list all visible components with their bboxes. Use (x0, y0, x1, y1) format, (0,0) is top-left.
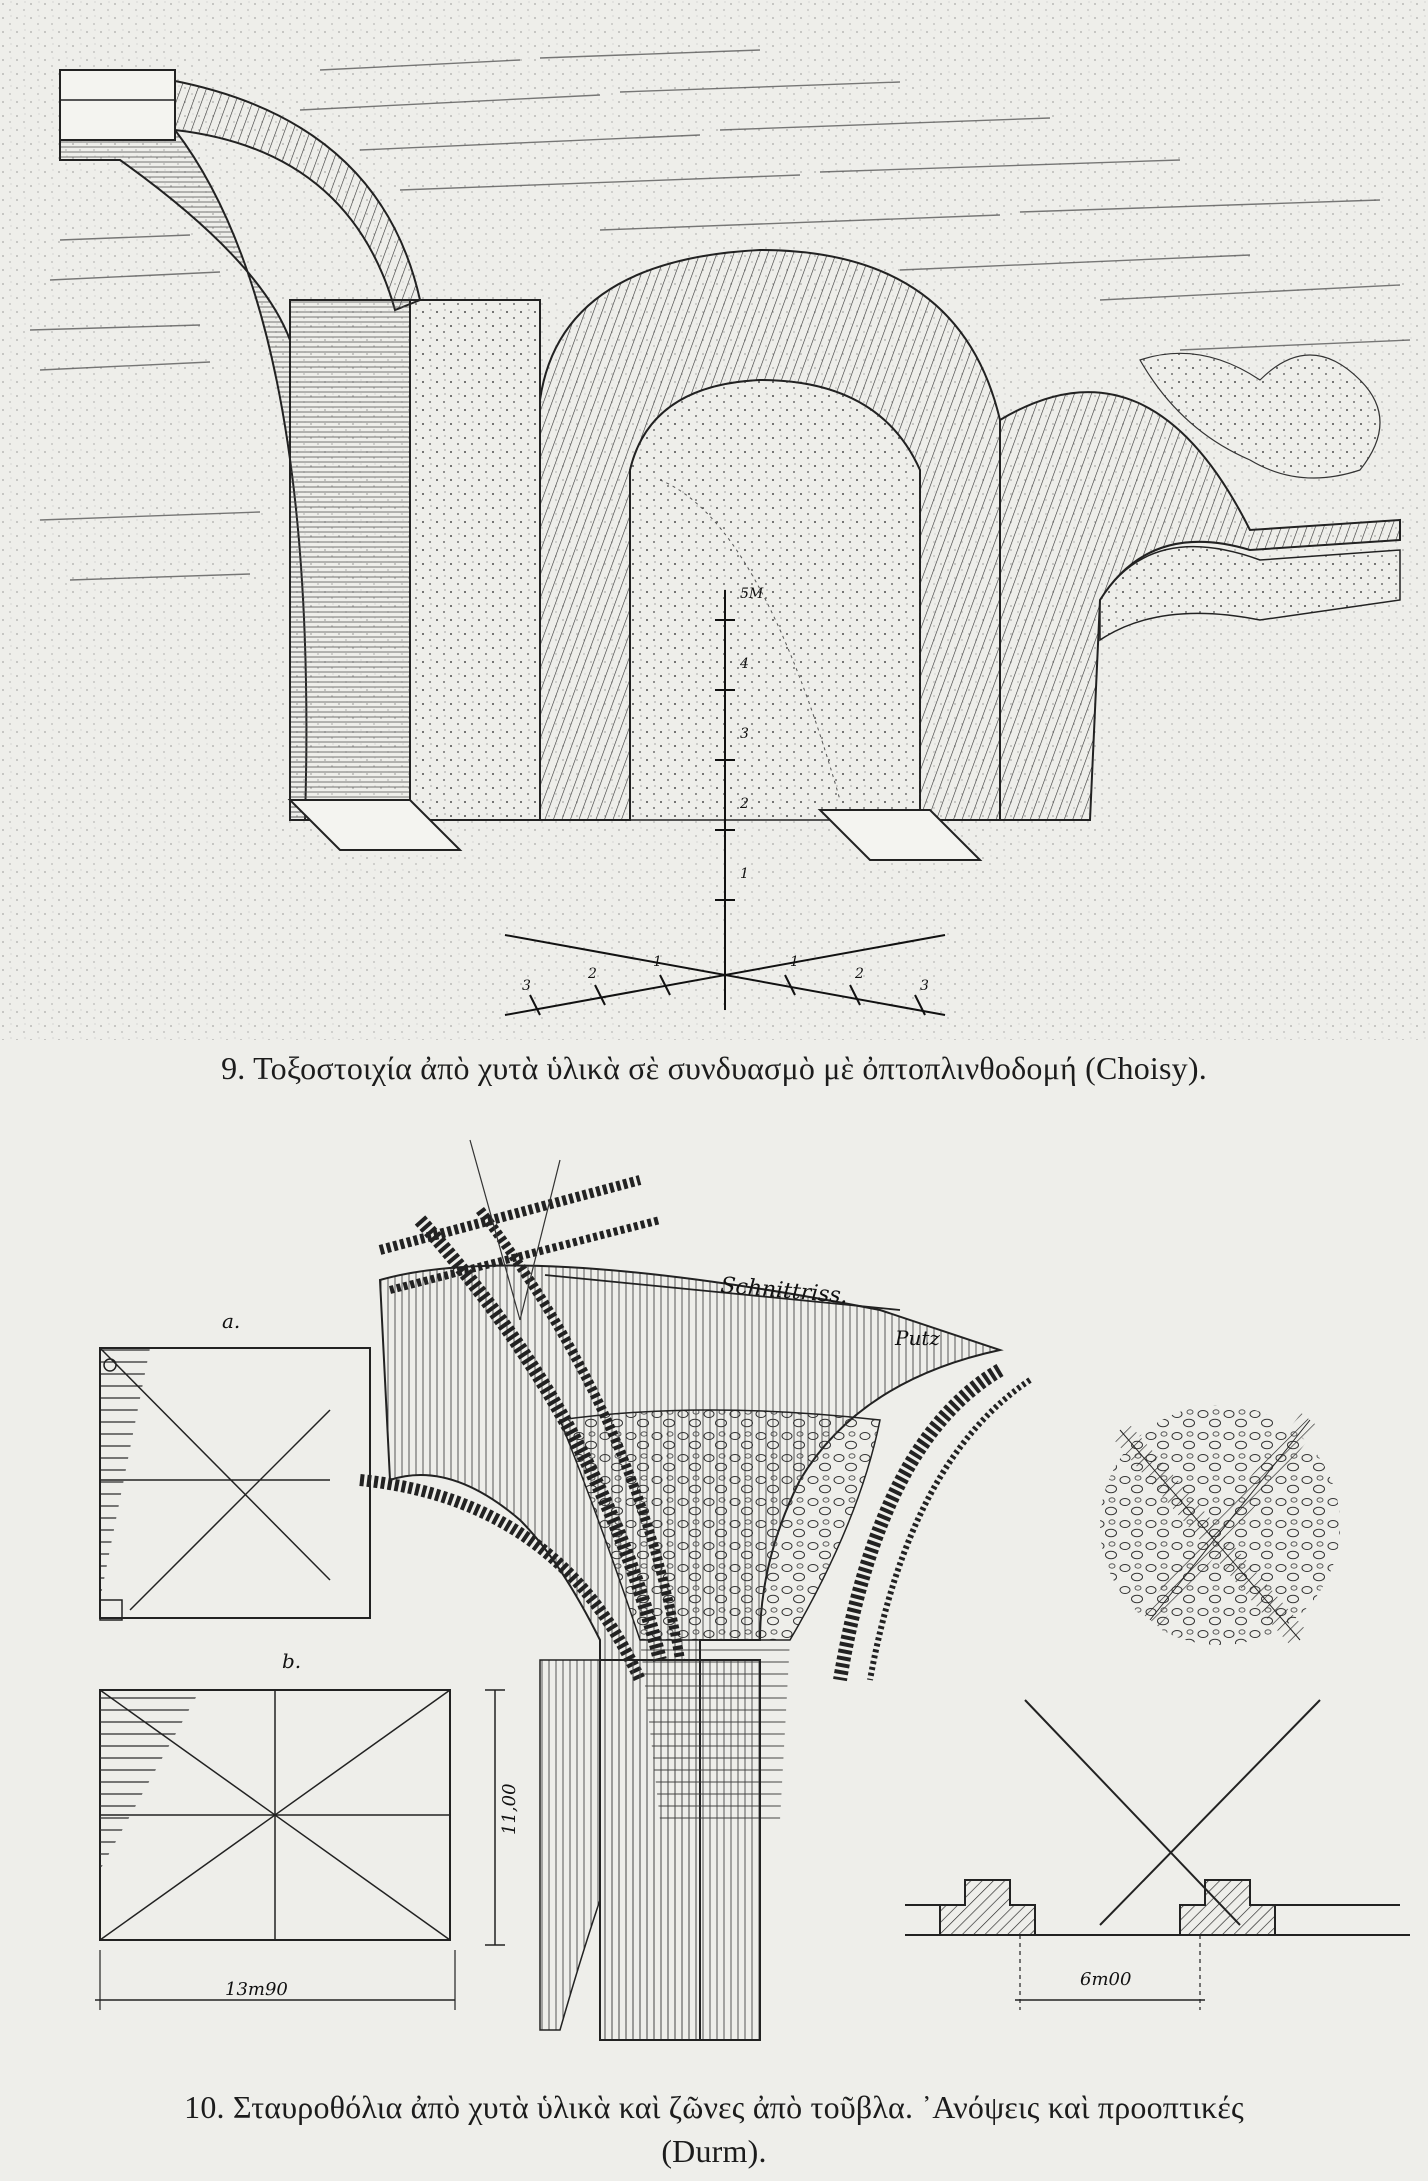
scale-axes (504, 590, 946, 1016)
plan-b-label: b. (282, 1649, 301, 1673)
right-scale-label: 2 (854, 966, 864, 982)
vault-perspective: Schnittriss. Putz (359, 1139, 1032, 2041)
span-dimension: 6m00 (1080, 1969, 1131, 1990)
left-scale-label: 2 (587, 966, 597, 982)
height-dimension: 11,00 (499, 1783, 520, 1835)
plan-a-label: a. (222, 1309, 240, 1333)
vertical-scale-label: 3 (740, 726, 749, 742)
putz-label: Putz (894, 1326, 940, 1350)
plan-a: a. (99, 1309, 371, 1621)
right-scale-label: 1 (790, 954, 799, 970)
vertical-scale-label: 1 (740, 866, 749, 882)
plan-b: b. 11,00 13m90 (95, 1649, 520, 2010)
left-scale-label: 1 (653, 954, 662, 970)
pier (287, 299, 541, 851)
vertical-scale-label: 2 (739, 796, 749, 812)
vault-section: 6m00 (905, 1699, 1410, 2010)
width-dimension: 13m90 (225, 1979, 288, 2000)
figure-10-caption: 10. Σταυροθόλια ἀπὸ χυτὰ ὑλικὰ καὶ ζῶνες… (184, 2089, 1244, 2169)
right-scale-label: 3 (920, 978, 929, 994)
scale-labels: 5M 4 3 2 1 3 2 1 1 2 3 (522, 586, 929, 994)
left-scale-label: 3 (522, 978, 531, 994)
rib-crossing-detail (1100, 1405, 1340, 1648)
vertical-scale-label: 4 (739, 656, 749, 672)
vertical-scale-label: 5M (740, 586, 764, 602)
groin-vault-drawing: a. b. 11,00 13m90 (95, 1139, 1410, 2041)
figure-9-caption: 9. Τοξοστοιχία ἀπὸ χυτὰ ὑλικὰ σὲ συνδυασ… (221, 1050, 1207, 1086)
arcade-drawing: 5M 4 3 2 1 3 2 1 1 2 3 (0, 0, 1428, 1040)
right-arch (999, 352, 1401, 821)
central-arch (539, 248, 1001, 861)
